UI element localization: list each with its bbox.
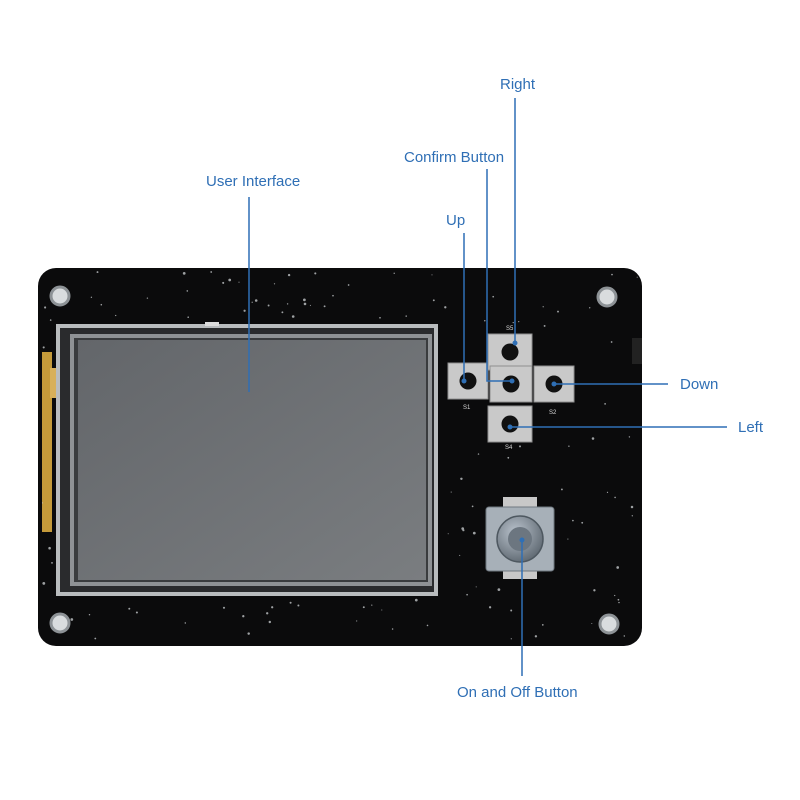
board-sparkles [41, 271, 638, 640]
mount-hole-top-left [49, 285, 71, 307]
button-s5-right[interactable] [487, 333, 533, 371]
mounting-holes [49, 285, 620, 635]
leader-confirm [486, 169, 512, 382]
leader-lines [248, 98, 727, 676]
mount-hole-bottom-right [598, 613, 620, 635]
silk-s2: S2 [549, 410, 557, 416]
leader-dots [461, 340, 557, 543]
button-s4-cap [501, 415, 519, 433]
button-s1-up[interactable] [447, 362, 489, 400]
mount-hole-top-right [596, 286, 618, 308]
lcd-screen [56, 322, 438, 596]
label-left: Left [738, 419, 764, 436]
button-s5-cap [501, 343, 519, 361]
label-user-interface: User Interface [206, 173, 301, 190]
button-s4-left[interactable] [487, 405, 533, 443]
label-right: Right [500, 76, 536, 93]
label-on-off-button: On and Off Button [457, 684, 578, 701]
silk-s4: S4 [505, 445, 513, 451]
mount-hole-bottom-left [49, 612, 71, 634]
button-confirm-cap [502, 375, 520, 393]
label-down: Down [680, 376, 719, 393]
rotary-encoder[interactable] [485, 497, 555, 579]
label-up: Up [446, 212, 466, 229]
label-confirm-button: Confirm Button [404, 149, 505, 166]
silk-s1: S1 [463, 405, 471, 411]
silk-s5: S5 [506, 326, 514, 332]
button-confirm[interactable] [489, 365, 533, 403]
